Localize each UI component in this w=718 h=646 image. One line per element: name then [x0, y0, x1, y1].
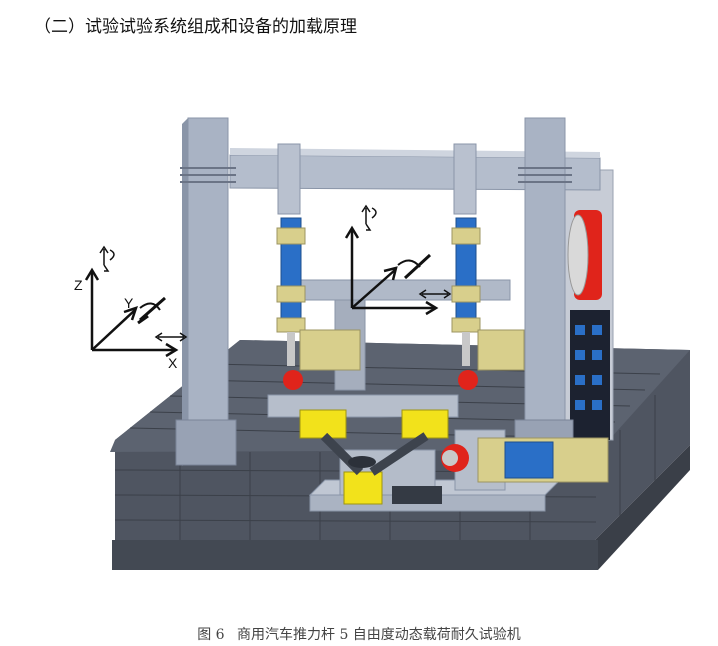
- figure-caption-text: 商用汽车推力杆 5 自由度动态载荷耐久试验机: [237, 627, 521, 643]
- test-machine-figure: Z Y X: [74, 117, 690, 570]
- left-vertical-actuator: [276, 217, 361, 390]
- figure-caption: 图 6 商用汽车推力杆 5 自由度动态载荷耐久试验机: [0, 624, 718, 644]
- left-y-label: Y: [124, 295, 134, 311]
- hydraulic-rack: [564, 169, 614, 441]
- right-vertical-actuator: [451, 217, 525, 390]
- left-coordinate-axes: [84, 245, 188, 358]
- left-x-label: X: [168, 355, 178, 371]
- horizontal-actuator: [441, 429, 609, 491]
- section-heading: （二）试验试验系统组成和设备的加载原理: [34, 17, 357, 37]
- lower-fixture: [299, 409, 562, 512]
- figure-number: 图 6: [197, 627, 225, 643]
- left-z-label: Z: [74, 277, 83, 293]
- center-coordinate-axes: [344, 204, 452, 316]
